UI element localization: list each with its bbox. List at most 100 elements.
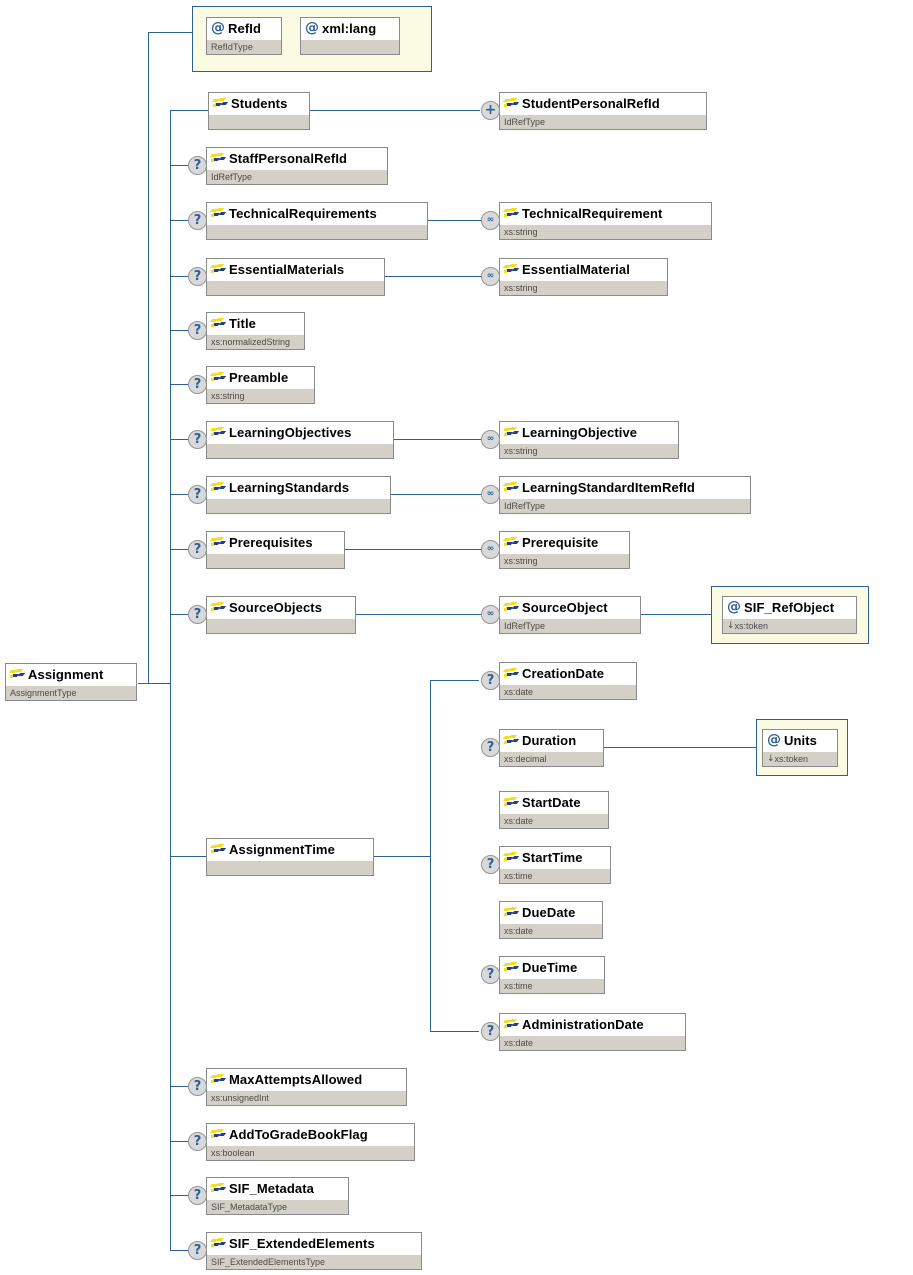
administrationdate-label: AdministrationDate xyxy=(522,1017,644,1032)
technicalrequirement-label: TechnicalRequirement xyxy=(522,206,663,221)
node-technicalrequirement[interactable]: TechnicalRequirement xs:string xyxy=(499,202,712,240)
sourceobject-titlebar: SourceObject xyxy=(500,597,640,618)
attr-node-xmllang[interactable]: @ xml:lang xyxy=(300,17,400,55)
marker-one-or-more-studentpersonalrefid: + xyxy=(481,101,500,120)
sourceobjects-titlebar: SourceObjects xyxy=(207,597,355,618)
preamble-type: xs:string xyxy=(211,390,245,401)
assignmenttime-titlebar: AssignmentTime xyxy=(207,839,373,860)
prerequisite-typebar: xs:string xyxy=(500,553,629,568)
learningobjectives-typebar xyxy=(207,443,393,458)
prerequisite-label: Prerequisite xyxy=(522,535,599,550)
at-icon: @ xyxy=(767,732,781,748)
marker-optional-sourceobjects: ? xyxy=(188,605,207,624)
node-assignment-root[interactable]: Assignment AssignmentType xyxy=(5,663,137,701)
node-starttime[interactable]: StartTime xs:time xyxy=(499,846,611,884)
wire-child-prerequisites xyxy=(170,549,189,550)
node-prerequisites[interactable]: Prerequisites xyxy=(206,531,345,569)
wire-assignmenttime-stub xyxy=(374,856,431,857)
prerequisites-label: Prerequisites xyxy=(229,535,313,550)
wire-child-addtogradebookflag xyxy=(170,1141,189,1142)
node-studentpersonalrefid[interactable]: StudentPersonalRefId IdRefType xyxy=(499,92,707,130)
node-prerequisite[interactable]: Prerequisite xs:string xyxy=(499,531,630,569)
node-essentialmaterials[interactable]: EssentialMaterials xyxy=(206,258,385,296)
node-duration[interactable]: Duration xs:decimal xyxy=(499,729,604,767)
sifextendedelements-label: SIF_ExtendedElements xyxy=(229,1236,375,1251)
node-students[interactable]: Students xyxy=(208,92,310,130)
assignment-typebar: AssignmentType xyxy=(6,685,136,700)
staffpersonalrefid-type: IdRefType xyxy=(211,171,253,182)
node-addtogradebookflag[interactable]: AddToGradeBookFlag xs:boolean xyxy=(206,1123,415,1161)
administrationdate-typebar: xs:date xyxy=(500,1035,685,1050)
node-duedate[interactable]: DueDate xs:date xyxy=(499,901,603,939)
node-sourceobjects[interactable]: SourceObjects xyxy=(206,596,356,634)
learningobjective-label: LearningObjective xyxy=(522,425,638,440)
technicalrequirement-type: xs:string xyxy=(504,226,538,237)
marker-optional-technicalrequirements: ? xyxy=(188,211,207,230)
node-essentialmaterial[interactable]: EssentialMaterial xs:string xyxy=(499,258,668,296)
essentialmaterial-type: xs:string xyxy=(504,282,538,293)
element-icon xyxy=(209,481,227,494)
wire-child-learningobjectives xyxy=(170,439,189,440)
technicalrequirements-titlebar: TechnicalRequirements xyxy=(207,203,427,224)
node-sourceobject[interactable]: SourceObject IdRefType xyxy=(499,596,641,634)
node-maxattemptsallowed[interactable]: MaxAttemptsAllowed xs:unsignedInt xyxy=(206,1068,407,1106)
wire-at-creationdate xyxy=(430,680,479,681)
wire-child-sifmetadata xyxy=(170,1195,189,1196)
marker-optional-staffpersonalrefid: ? xyxy=(188,156,207,175)
assignmenttime-label: AssignmentTime xyxy=(229,842,335,857)
starttime-label: StartTime xyxy=(522,850,583,865)
wire-prereqs-to-prereq xyxy=(345,549,482,550)
node-creationdate[interactable]: CreationDate xs:date xyxy=(499,662,637,700)
node-assignmenttime[interactable]: AssignmentTime xyxy=(206,838,374,876)
addtogradebookflag-typebar: xs:boolean xyxy=(207,1145,414,1160)
duetime-titlebar: DueTime xyxy=(500,957,604,978)
at-icon: @ xyxy=(727,599,741,615)
node-sifmetadata[interactable]: SIF_Metadata SIF_MetadataType xyxy=(206,1177,349,1215)
students-typebar xyxy=(209,114,309,129)
learningstandarditemrefid-label: LearningStandardItemRefId xyxy=(522,480,695,495)
wire-child-students xyxy=(170,110,208,111)
assignment-titlebar: Assignment xyxy=(6,664,136,685)
node-sifextendedelements[interactable]: SIF_ExtendedElements SIF_ExtendedElement… xyxy=(206,1232,422,1270)
wire-child-learningstandards xyxy=(170,494,189,495)
node-learningstandarditemrefid[interactable]: LearningStandardItemRefId IdRefType xyxy=(499,476,751,514)
node-staffpersonalrefid[interactable]: StaffPersonalRefId IdRefType xyxy=(206,147,388,185)
sourceobject-type: IdRefType xyxy=(504,620,546,631)
studentpersonalrefid-type: IdRefType xyxy=(504,116,546,127)
wire-students-to-studentpersonalrefid xyxy=(310,110,480,111)
node-preamble[interactable]: Preamble xs:string xyxy=(206,366,315,404)
wire-root-child-stub-root xyxy=(138,683,171,684)
node-learningobjective[interactable]: LearningObjective xs:string xyxy=(499,421,679,459)
learningstandarditemrefid-typebar: IdRefType xyxy=(500,498,750,513)
element-icon xyxy=(502,1018,520,1031)
element-icon xyxy=(209,1182,227,1195)
marker-optional-title: ? xyxy=(188,321,207,340)
node-learningstandards[interactable]: LearningStandards xyxy=(206,476,391,514)
wire-child-essentialmaterials xyxy=(170,276,189,277)
attr-node-refid[interactable]: @ RefId RefIdType xyxy=(206,17,282,55)
element-icon xyxy=(502,667,520,680)
element-icon xyxy=(211,97,229,110)
staffpersonalrefid-label: StaffPersonalRefId xyxy=(229,151,348,166)
preamble-typebar: xs:string xyxy=(207,388,314,403)
element-icon xyxy=(209,601,227,614)
learningstandarditemrefid-titlebar: LearningStandardItemRefId xyxy=(500,477,750,498)
attr-node-units[interactable]: @ Units ↓ xs:token xyxy=(762,729,838,767)
marker-zero-or-more-technicalrequirement: ∞ xyxy=(481,211,500,230)
node-learningobjectives[interactable]: LearningObjectives xyxy=(206,421,394,459)
creationdate-label: CreationDate xyxy=(522,666,605,681)
learningstandards-label: LearningStandards xyxy=(229,480,350,495)
node-title[interactable]: Title xs:normalizedString xyxy=(206,312,305,350)
studentpersonalrefid-label: StudentPersonalRefId xyxy=(522,96,660,111)
node-startdate[interactable]: StartDate xs:date xyxy=(499,791,609,829)
marker-optional-preamble: ? xyxy=(188,375,207,394)
learningstandards-typebar xyxy=(207,498,390,513)
node-technicalrequirements[interactable]: TechnicalRequirements xyxy=(206,202,428,240)
duedate-label: DueDate xyxy=(522,905,576,920)
node-administrationdate[interactable]: AdministrationDate xs:date xyxy=(499,1013,686,1051)
units-label: Units xyxy=(784,733,817,748)
attr-node-sifrefobject[interactable]: @ SIF_RefObject ↓ xs:token xyxy=(722,596,857,634)
wire-child-staffpersonalrefid xyxy=(170,165,189,166)
node-duetime[interactable]: DueTime xs:time xyxy=(499,956,605,994)
assignment-label: Assignment xyxy=(28,667,104,682)
